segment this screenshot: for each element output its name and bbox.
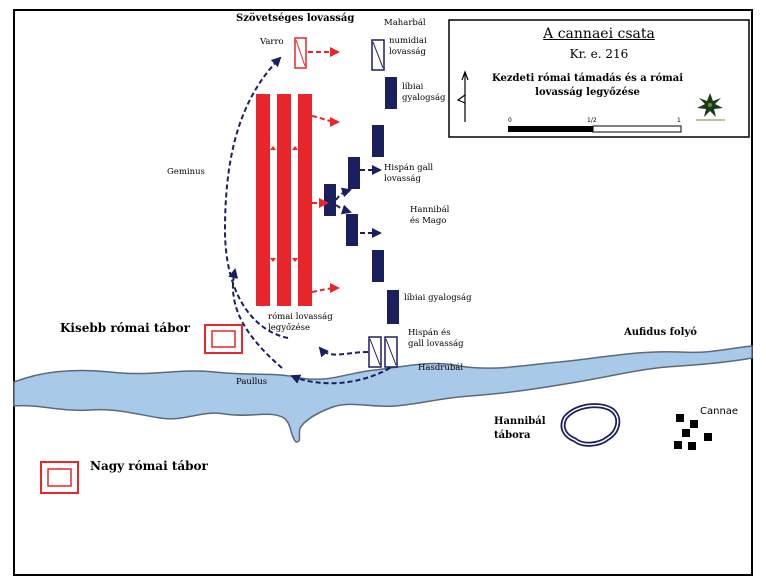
compass-rose-icon — [696, 93, 725, 121]
label-allied-cavalry: Szövetséges lovasság — [236, 13, 355, 24]
larger-roman-camp-inner — [47, 468, 72, 487]
aufidus-river — [13, 345, 753, 443]
label-hasdrubal: Hasdrubál — [418, 363, 464, 373]
gallic-infantry-unit-3 — [346, 214, 358, 246]
libyan-infantry-unit-2 — [372, 125, 384, 157]
legend-description: Kezdeti római támadás és a római lovassá… — [491, 73, 684, 98]
label-maharbal: Maharbál — [384, 18, 426, 28]
label-numidian-cavalry: numidiai lovasság — [389, 36, 427, 57]
smaller-roman-camp-outer — [204, 324, 243, 354]
roman-arrow-lower — [311, 283, 340, 294]
paullus-return-route — [228, 268, 283, 369]
label-hispanic-and-gallic-cavalry: Hispán és gall lovasság — [408, 328, 464, 349]
libyan-infantry-unit-4 — [387, 290, 399, 324]
label-varro: Varro — [260, 37, 284, 47]
hasdrubal-flank-route — [290, 367, 391, 385]
label-smaller-roman-camp: Kisebb római tábor — [60, 321, 190, 335]
label-geminus: Geminus — [167, 167, 205, 177]
roman-infantry-1 — [256, 94, 270, 306]
north-arrow-icon — [456, 70, 469, 122]
scale-tick-0: 0 — [508, 117, 512, 124]
roman-arrow-upper — [311, 115, 340, 127]
legend-date: Kr. e. 216 — [569, 47, 629, 61]
legend-box — [448, 19, 750, 138]
label-hannibal-camp: Hannibál tábora — [494, 416, 546, 441]
label-roman-cavalry-defeat: római lovasság legyőzése — [268, 312, 333, 333]
label-libyan-infantry-top: líbiai gyalogság — [402, 82, 446, 103]
libyan-infantry-unit-3 — [372, 250, 384, 282]
roman-infantry-3 — [298, 94, 312, 306]
scale-bar — [508, 125, 682, 133]
gallic-infantry-unit-1 — [348, 157, 360, 189]
legend-title: A cannaei csata — [543, 26, 655, 42]
gallic-arrow-3 — [335, 204, 352, 215]
libyan-infantry-unit-1 — [385, 77, 397, 109]
gallic-infantry-unit-2 — [324, 184, 336, 216]
larger-roman-camp-outer — [40, 461, 79, 494]
label-hispanic-gallic-cavalry: Hispán gall lovasság — [384, 163, 434, 184]
label-larger-roman-camp: Nagy római tábor — [90, 459, 208, 473]
label-paullus: Paullus — [236, 377, 268, 387]
smaller-roman-camp-inner — [211, 330, 236, 348]
map-frame — [13, 9, 753, 576]
label-libyan-infantry-bottom: líbiai gyalogság — [404, 293, 472, 303]
label-aufidus-river: Aufidus folyó — [624, 327, 697, 338]
geminus-cavalry-route — [223, 56, 289, 339]
roman-infantry-2 — [277, 94, 291, 306]
hasdrubal-cavalry-arrow — [318, 346, 369, 358]
roman-push-markers — [270, 146, 298, 262]
label-hannibal-mago: Hannibál és Mago — [410, 205, 450, 226]
scale-tick-1: 1 — [677, 117, 681, 124]
scale-tick-half: 1/2 — [587, 117, 597, 124]
label-cannae: Cannae — [700, 406, 739, 417]
cannae-town — [674, 414, 712, 450]
gallic-arrow-2 — [335, 187, 352, 201]
